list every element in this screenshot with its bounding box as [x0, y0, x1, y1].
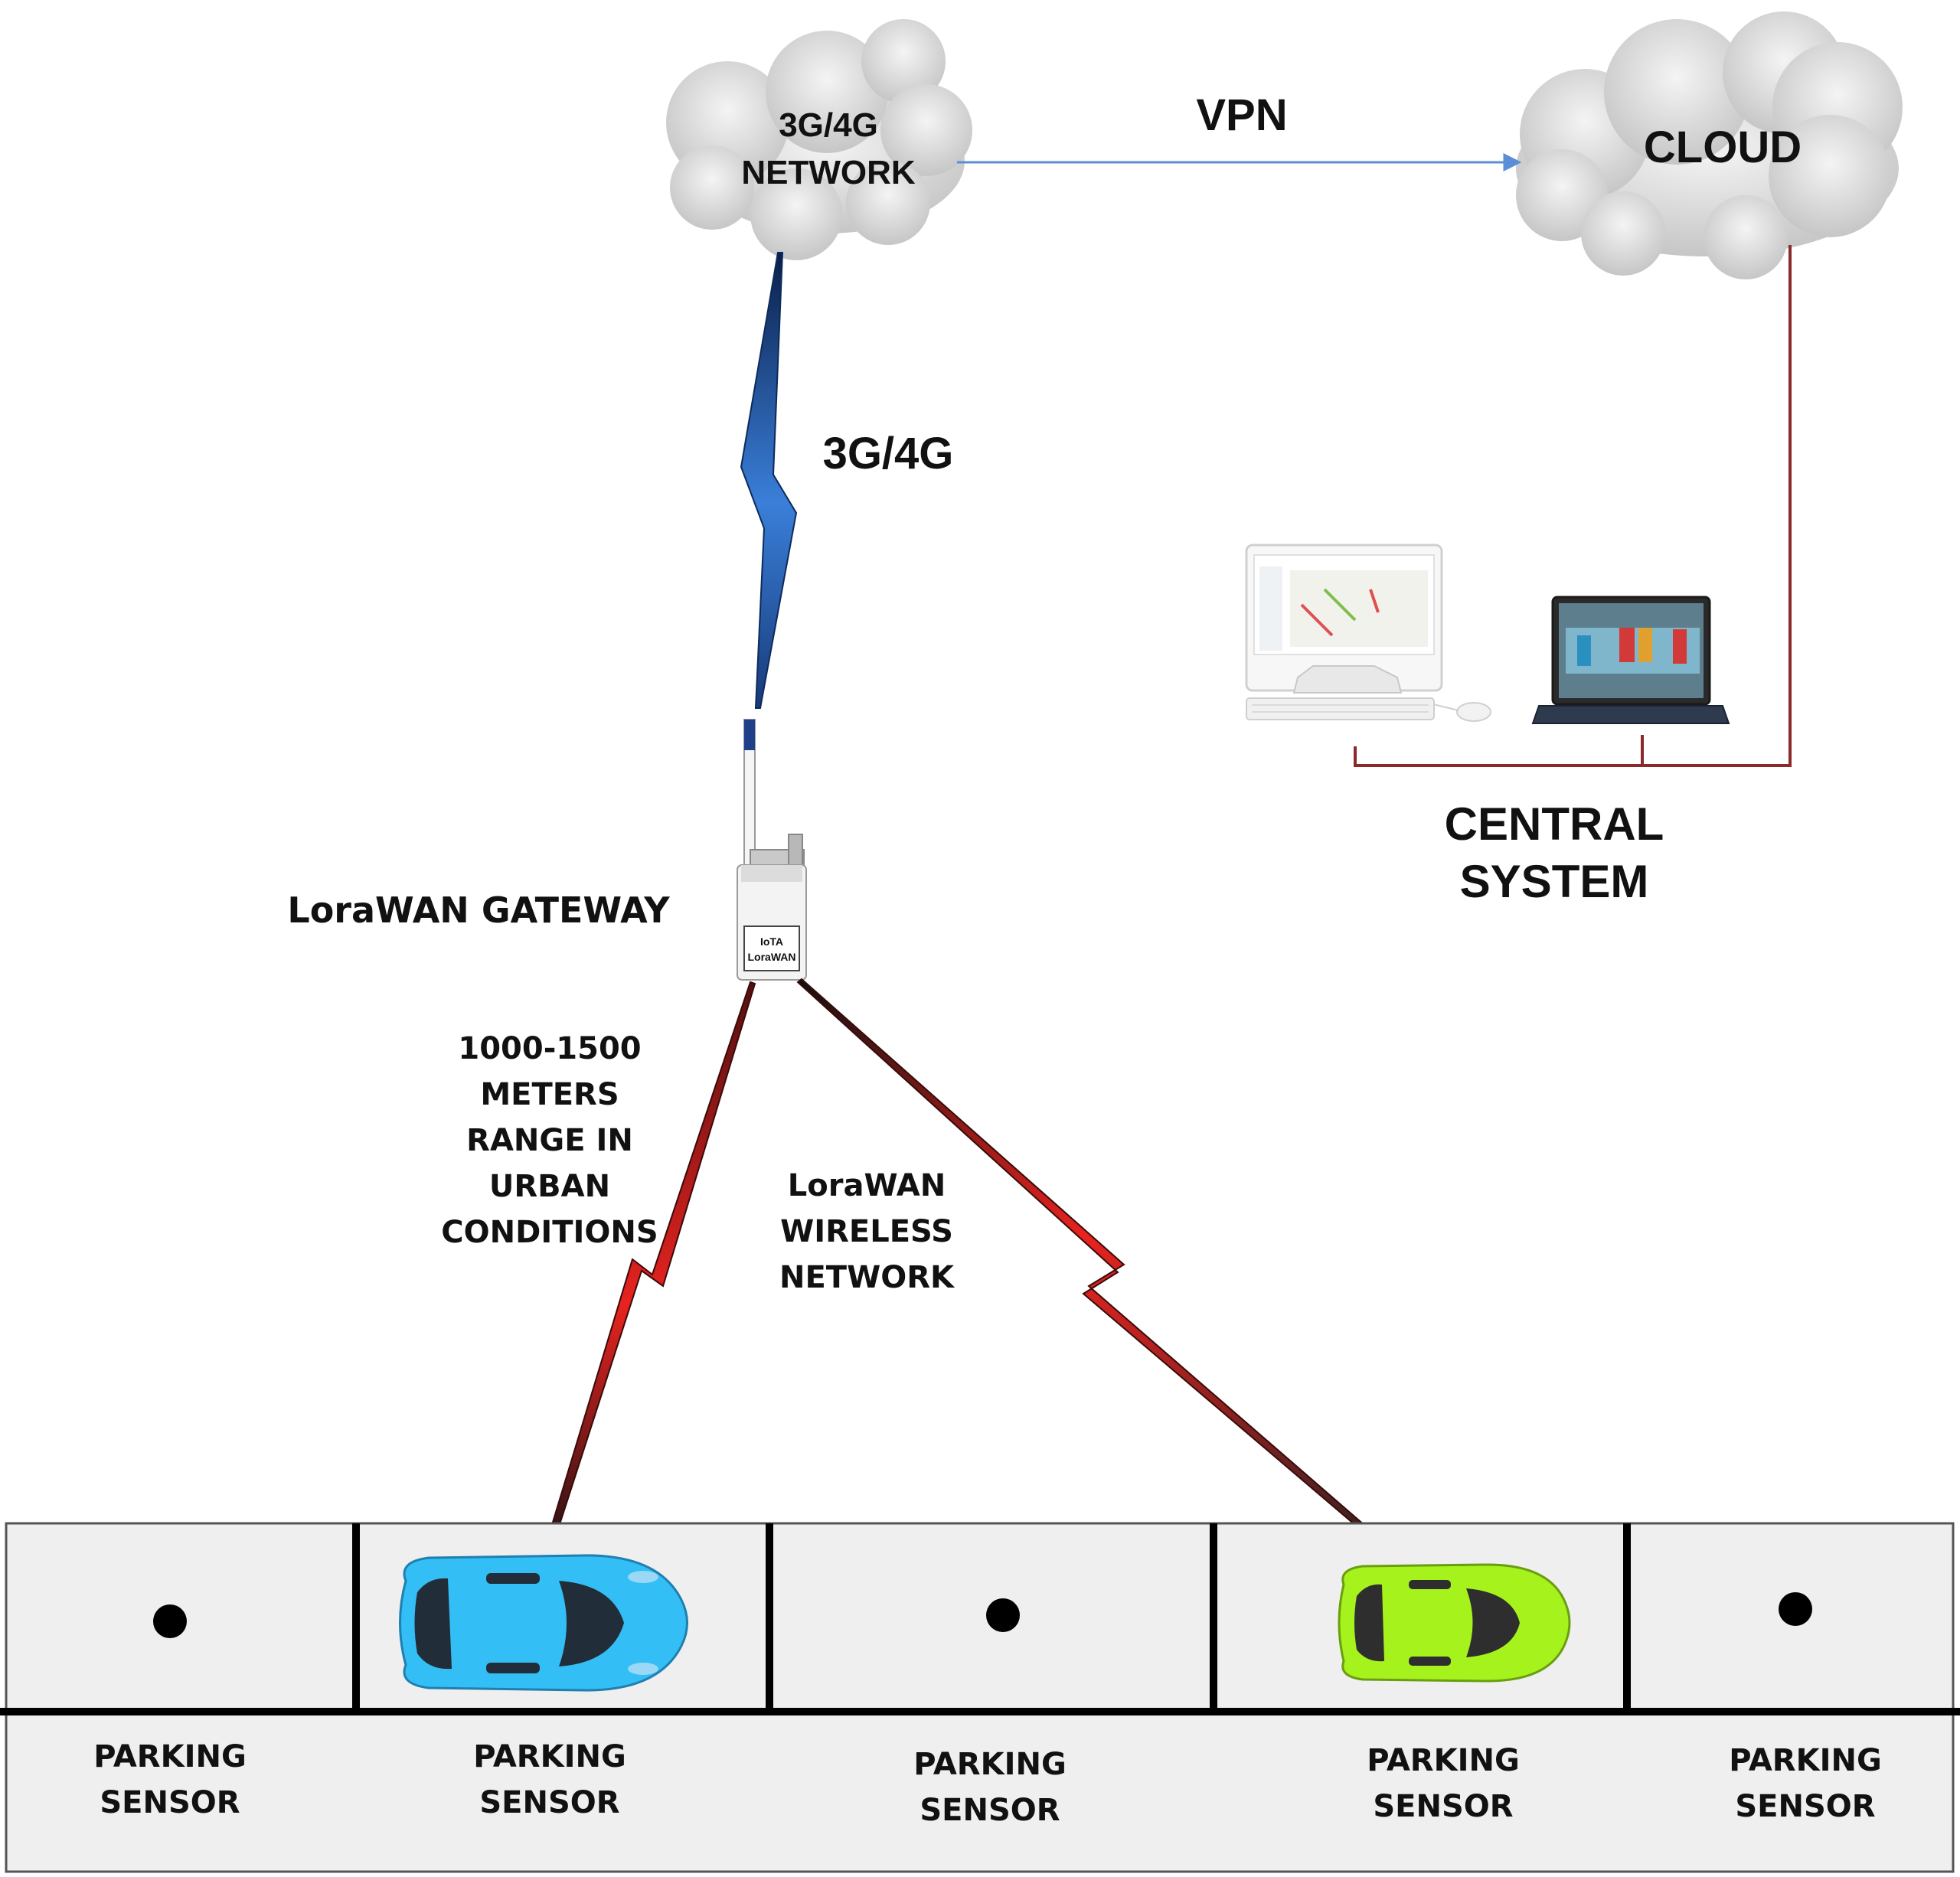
bay-4-label-line2: SENSOR — [1373, 1789, 1513, 1824]
central-system-line2: SYSTEM — [1460, 856, 1649, 907]
bay-3-label-line1: PARKING — [913, 1747, 1067, 1782]
gateway-box-line2: LoraWAN — [748, 951, 796, 963]
bay-5-label-line2: SENSOR — [1735, 1789, 1875, 1824]
laptop-icon — [1531, 596, 1730, 724]
wireless-note-line2: WIRELESS — [780, 1214, 953, 1249]
range-note-line5: CONDITIONS — [441, 1215, 658, 1250]
wireless-note-line1: LoraWAN — [788, 1168, 946, 1203]
cloud-label: CLOUD — [1644, 122, 1802, 172]
bay-2-label-line1: PARKING — [473, 1739, 626, 1774]
gateway-label: LoraWAN GATEWAY — [287, 890, 670, 931]
wireless-note-line3: NETWORK — [779, 1260, 956, 1295]
network-cloud: 3G/4G NETWORK — [666, 19, 972, 260]
lora-link-bolt-left — [537, 981, 756, 1571]
bay-1-label-line1: PARKING — [93, 1739, 247, 1774]
bay-4-label-line1: PARKING — [1367, 1743, 1520, 1778]
lorawan-gateway: IoTA LoraWAN — [737, 719, 807, 981]
blue-car-icon — [399, 1554, 688, 1692]
range-note-line4: URBAN — [489, 1169, 610, 1204]
network-cloud-line1: 3G/4G — [779, 106, 878, 144]
bay-1-label-line2: SENSOR — [100, 1785, 240, 1820]
central-system-line1: CENTRAL — [1445, 798, 1664, 850]
range-note-line3: RANGE IN — [466, 1123, 633, 1158]
network-cloud-line2: NETWORK — [741, 154, 916, 191]
desktop-computer-icon — [1245, 544, 1491, 722]
parking-sensor-dot-3 — [986, 1598, 1020, 1632]
internet-cloud: CLOUD — [1516, 11, 1903, 279]
gateway-box-line1: IoTA — [760, 935, 783, 948]
vpn-label: VPN — [1196, 90, 1287, 140]
cellular-link-bolt — [740, 252, 798, 709]
green-car-icon — [1338, 1563, 1571, 1683]
parking-strip — [0, 1522, 1960, 1873]
cellular-link-label: 3G/4G — [823, 429, 954, 478]
bay-2-label-line2: SENSOR — [479, 1785, 619, 1820]
range-note-line2: METERS — [480, 1077, 619, 1112]
parking-sensor-dot-5 — [1779, 1592, 1812, 1626]
bay-3-label-line2: SENSOR — [920, 1793, 1060, 1828]
range-note-line1: 1000-1500 — [458, 1031, 641, 1066]
bay-5-label-line1: PARKING — [1729, 1743, 1882, 1778]
parking-sensor-dot-1 — [153, 1604, 187, 1638]
